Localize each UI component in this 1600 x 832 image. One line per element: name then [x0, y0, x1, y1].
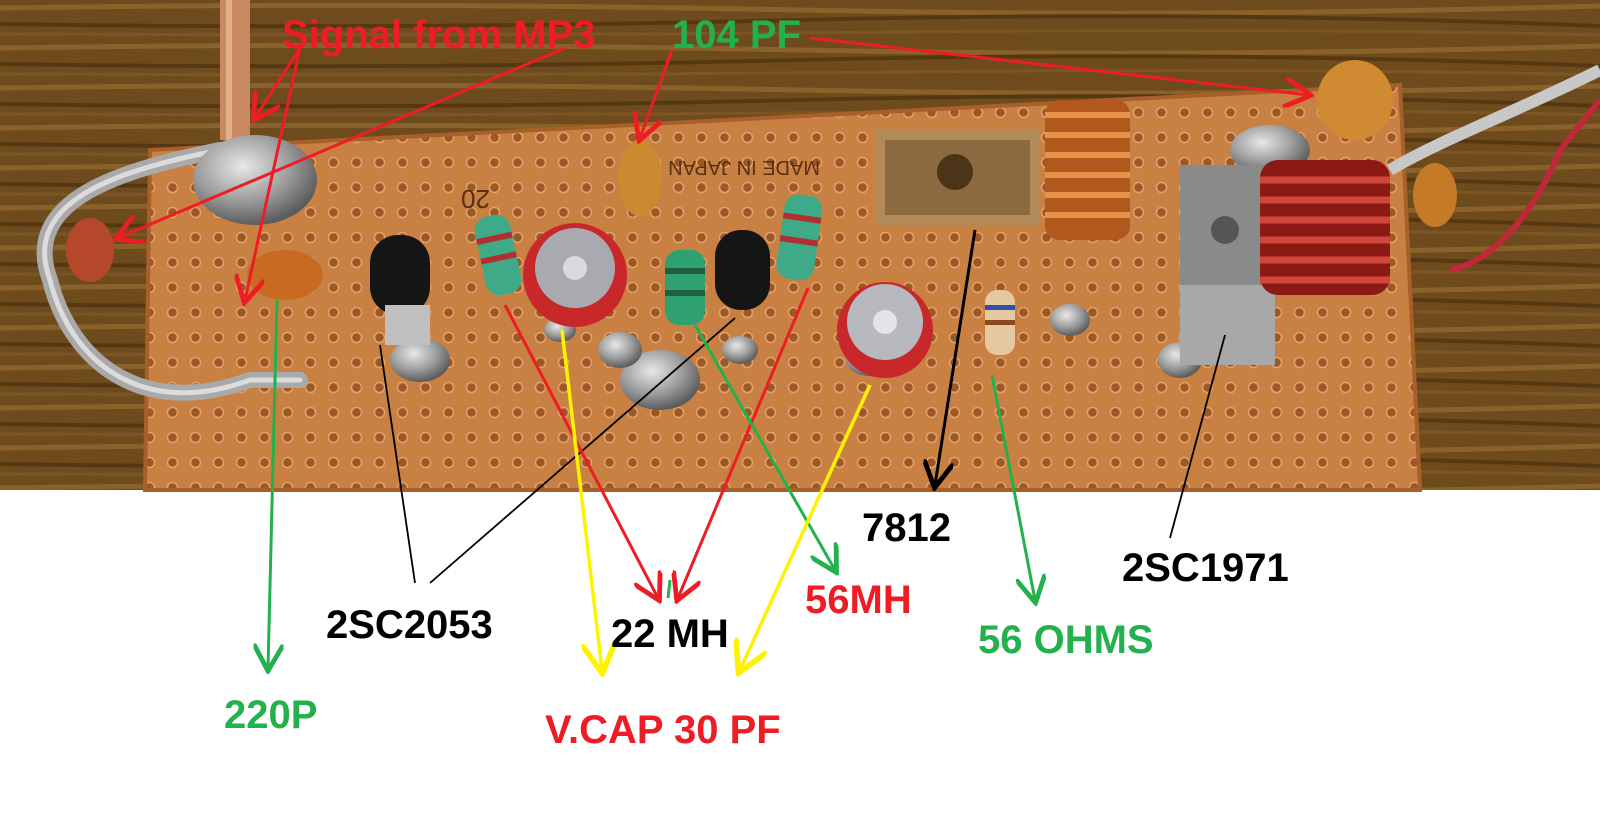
board-marking-number: 20 — [461, 184, 490, 214]
board-marking-text: MADE IN JAPAN — [668, 156, 820, 178]
label-104-pf: 104 PF — [672, 13, 801, 57]
arrow-signal-to-220p — [245, 47, 302, 300]
inductor-22mh — [474, 214, 522, 296]
output-wire-red — [1449, 98, 1600, 273]
label-vcap-30-pf: V.CAP 30 PF — [545, 708, 781, 752]
label-signal-from-mp3: Signal from MP3 — [282, 13, 596, 57]
arrow-7812 — [935, 229, 977, 485]
arrow-vcap-left — [560, 329, 602, 670]
arrow-104pf-left — [640, 49, 674, 138]
arrow-56-ohms — [990, 374, 1035, 600]
output-coil — [1260, 160, 1390, 295]
capacitor-104pf-left — [618, 140, 662, 216]
capacitor-104pf-right — [1317, 60, 1393, 140]
label-56mh: 56MH — [805, 578, 912, 622]
circuit-photo: 20 MADE IN JAPAN — [0, 0, 1600, 492]
line-2sc1971 — [1169, 334, 1226, 539]
arrow-signal-to-cable — [255, 47, 302, 118]
arrow-signal-to-input-cap — [118, 46, 566, 238]
transistor-2sc1971 — [1180, 165, 1275, 365]
regulator-7812 — [875, 130, 1040, 225]
line-2sc2053-left — [379, 344, 416, 584]
coax-cable — [220, 0, 250, 140]
inductor-small — [665, 250, 705, 325]
label-22-mh: 22 MH — [611, 612, 729, 656]
capacitor-output — [1413, 163, 1457, 227]
variable-capacitor-2 — [837, 282, 933, 378]
annotation-arrows — [118, 36, 1308, 670]
transistor-2sc2053-left — [370, 235, 430, 345]
arrow-vcap-right — [740, 384, 872, 670]
label-2sc2053: 2SC2053 — [326, 603, 493, 647]
capacitor-220p — [247, 250, 323, 300]
output-wire-gray — [1386, 64, 1600, 176]
arrow-56mh — [693, 324, 835, 570]
capacitor-input — [66, 218, 114, 282]
transistor-2sc2053-right — [715, 230, 770, 310]
arrow-104pf-right — [809, 36, 1308, 95]
resistor-56-ohms — [985, 290, 1015, 355]
copper-coil — [1045, 100, 1130, 240]
label-56-ohms: 56 OHMS — [978, 618, 1154, 662]
arrow-22mh-left — [503, 304, 658, 598]
arrow-22mh-right — [678, 287, 810, 598]
arrow-22mh-green-tick — [666, 579, 672, 599]
variable-capacitor-1 — [523, 223, 627, 327]
arrow-220p — [268, 299, 277, 668]
label-7812: 7812 — [862, 506, 951, 550]
label-2sc1971: 2SC1971 — [1122, 546, 1289, 590]
inductor-56mh — [776, 194, 823, 281]
label-220p: 220P — [224, 693, 318, 737]
